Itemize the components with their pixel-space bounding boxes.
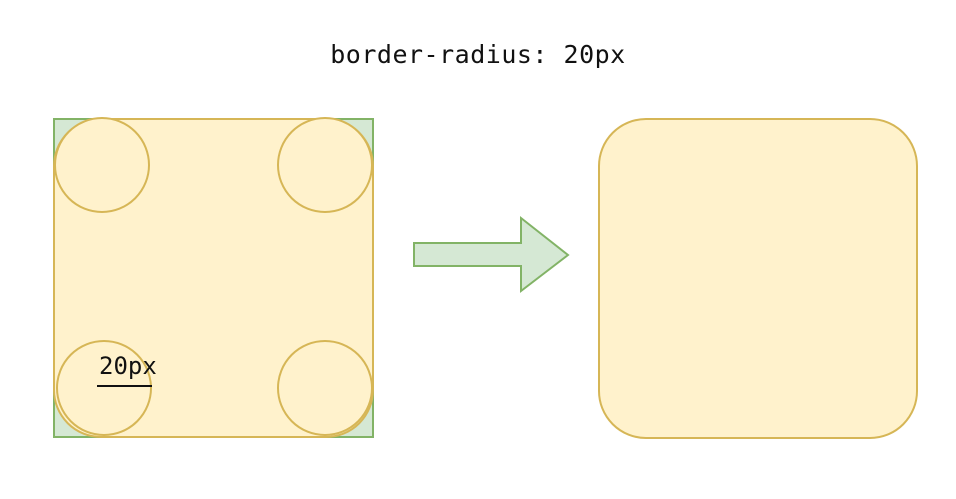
- corner-circle-bottom-left: [56, 340, 152, 436]
- radius-label: 20px: [99, 352, 157, 380]
- diagram-caption: border-radius: 20px: [330, 40, 626, 69]
- corner-circle-top-right: [277, 117, 373, 213]
- corner-circle-bottom-right: [277, 340, 373, 436]
- right-arrow-icon: [413, 215, 570, 294]
- result-rounded-square: [598, 118, 918, 439]
- corner-circle-top-left: [54, 117, 150, 213]
